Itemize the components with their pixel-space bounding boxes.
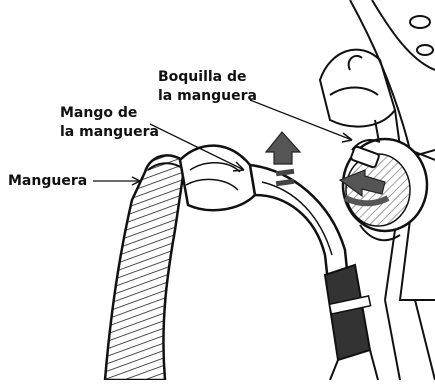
label-hose-handle-line2: la manguera [60,123,159,142]
label-hose-nozzle-line1: Boquilla de [158,68,257,87]
label-hose-handle: Mango de la manguera [60,104,159,142]
hose [105,155,185,380]
leader-boquilla [250,100,352,140]
label-hose-nozzle-line2: la manguera [158,87,257,106]
upward-arrow-icon [266,132,300,164]
label-hose-nozzle: Boquilla de la manguera [158,68,257,106]
label-hose-text: Manguera [8,172,87,191]
label-hose: Manguera [8,172,87,191]
label-hose-handle-line1: Mango de [60,104,159,123]
